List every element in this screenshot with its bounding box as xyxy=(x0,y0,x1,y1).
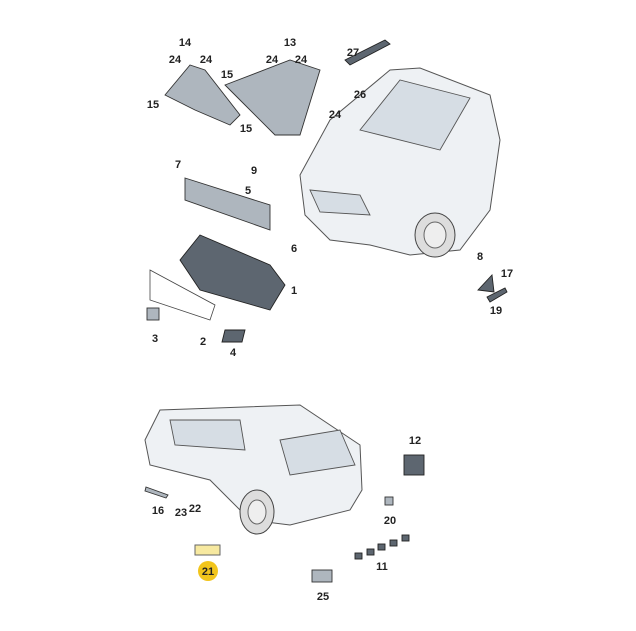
callout-16: 16 xyxy=(152,505,164,517)
callout-7: 7 xyxy=(175,159,181,171)
callout-8: 8 xyxy=(477,251,483,263)
callout-11: 11 xyxy=(376,561,388,573)
callout-3: 3 xyxy=(152,333,158,345)
clip-3 xyxy=(146,307,160,321)
cowl-panel-left xyxy=(164,64,241,126)
callout-4: 4 xyxy=(230,347,237,359)
triangle-trim-17 xyxy=(477,273,495,293)
emblem-4 xyxy=(221,329,246,343)
callout-15: 15 xyxy=(240,123,252,135)
callout-9: 9 xyxy=(251,165,257,177)
callout-1: 1 xyxy=(291,285,297,297)
callout-24: 24 xyxy=(169,54,182,66)
callout-15: 15 xyxy=(147,99,159,111)
callout-24: 24 xyxy=(295,54,308,66)
callout-24: 24 xyxy=(329,109,342,121)
trim-19 xyxy=(486,287,508,303)
radiator-grille xyxy=(179,234,286,311)
badge-25 xyxy=(311,569,333,583)
callout-22: 22 xyxy=(189,503,201,515)
callout-24: 24 xyxy=(266,54,279,66)
callout-12: 12 xyxy=(409,435,421,447)
badge-12 xyxy=(403,454,425,476)
callout-2: 2 xyxy=(200,336,206,348)
clip-20 xyxy=(384,496,394,506)
cowl-panel-right xyxy=(224,59,321,136)
callout-13: 13 xyxy=(284,37,296,49)
callout-25: 25 xyxy=(317,591,329,603)
front-car-illustration xyxy=(299,67,501,258)
rear-car-illustration xyxy=(144,404,363,535)
callout-20: 20 xyxy=(384,515,396,527)
callout-6: 6 xyxy=(291,243,297,255)
callout-26: 26 xyxy=(354,89,366,101)
lettering-arona-11 xyxy=(354,534,410,560)
callout-24: 24 xyxy=(200,54,213,66)
callout-23: 23 xyxy=(175,507,187,519)
callout-14: 14 xyxy=(179,37,192,49)
callout-19: 19 xyxy=(490,305,502,317)
emblem-x-21 xyxy=(194,544,221,556)
door-trim-strip xyxy=(344,39,391,66)
callout-highlight xyxy=(198,561,218,581)
grille-frame xyxy=(149,269,216,321)
callout-17: 17 xyxy=(501,268,513,280)
callout-15: 15 xyxy=(221,69,233,81)
grille-cover-5 xyxy=(184,177,271,231)
strip-16 xyxy=(144,486,169,499)
callout-27: 27 xyxy=(347,47,359,59)
callout-5: 5 xyxy=(245,185,251,197)
callout-21: 21 xyxy=(202,566,214,578)
